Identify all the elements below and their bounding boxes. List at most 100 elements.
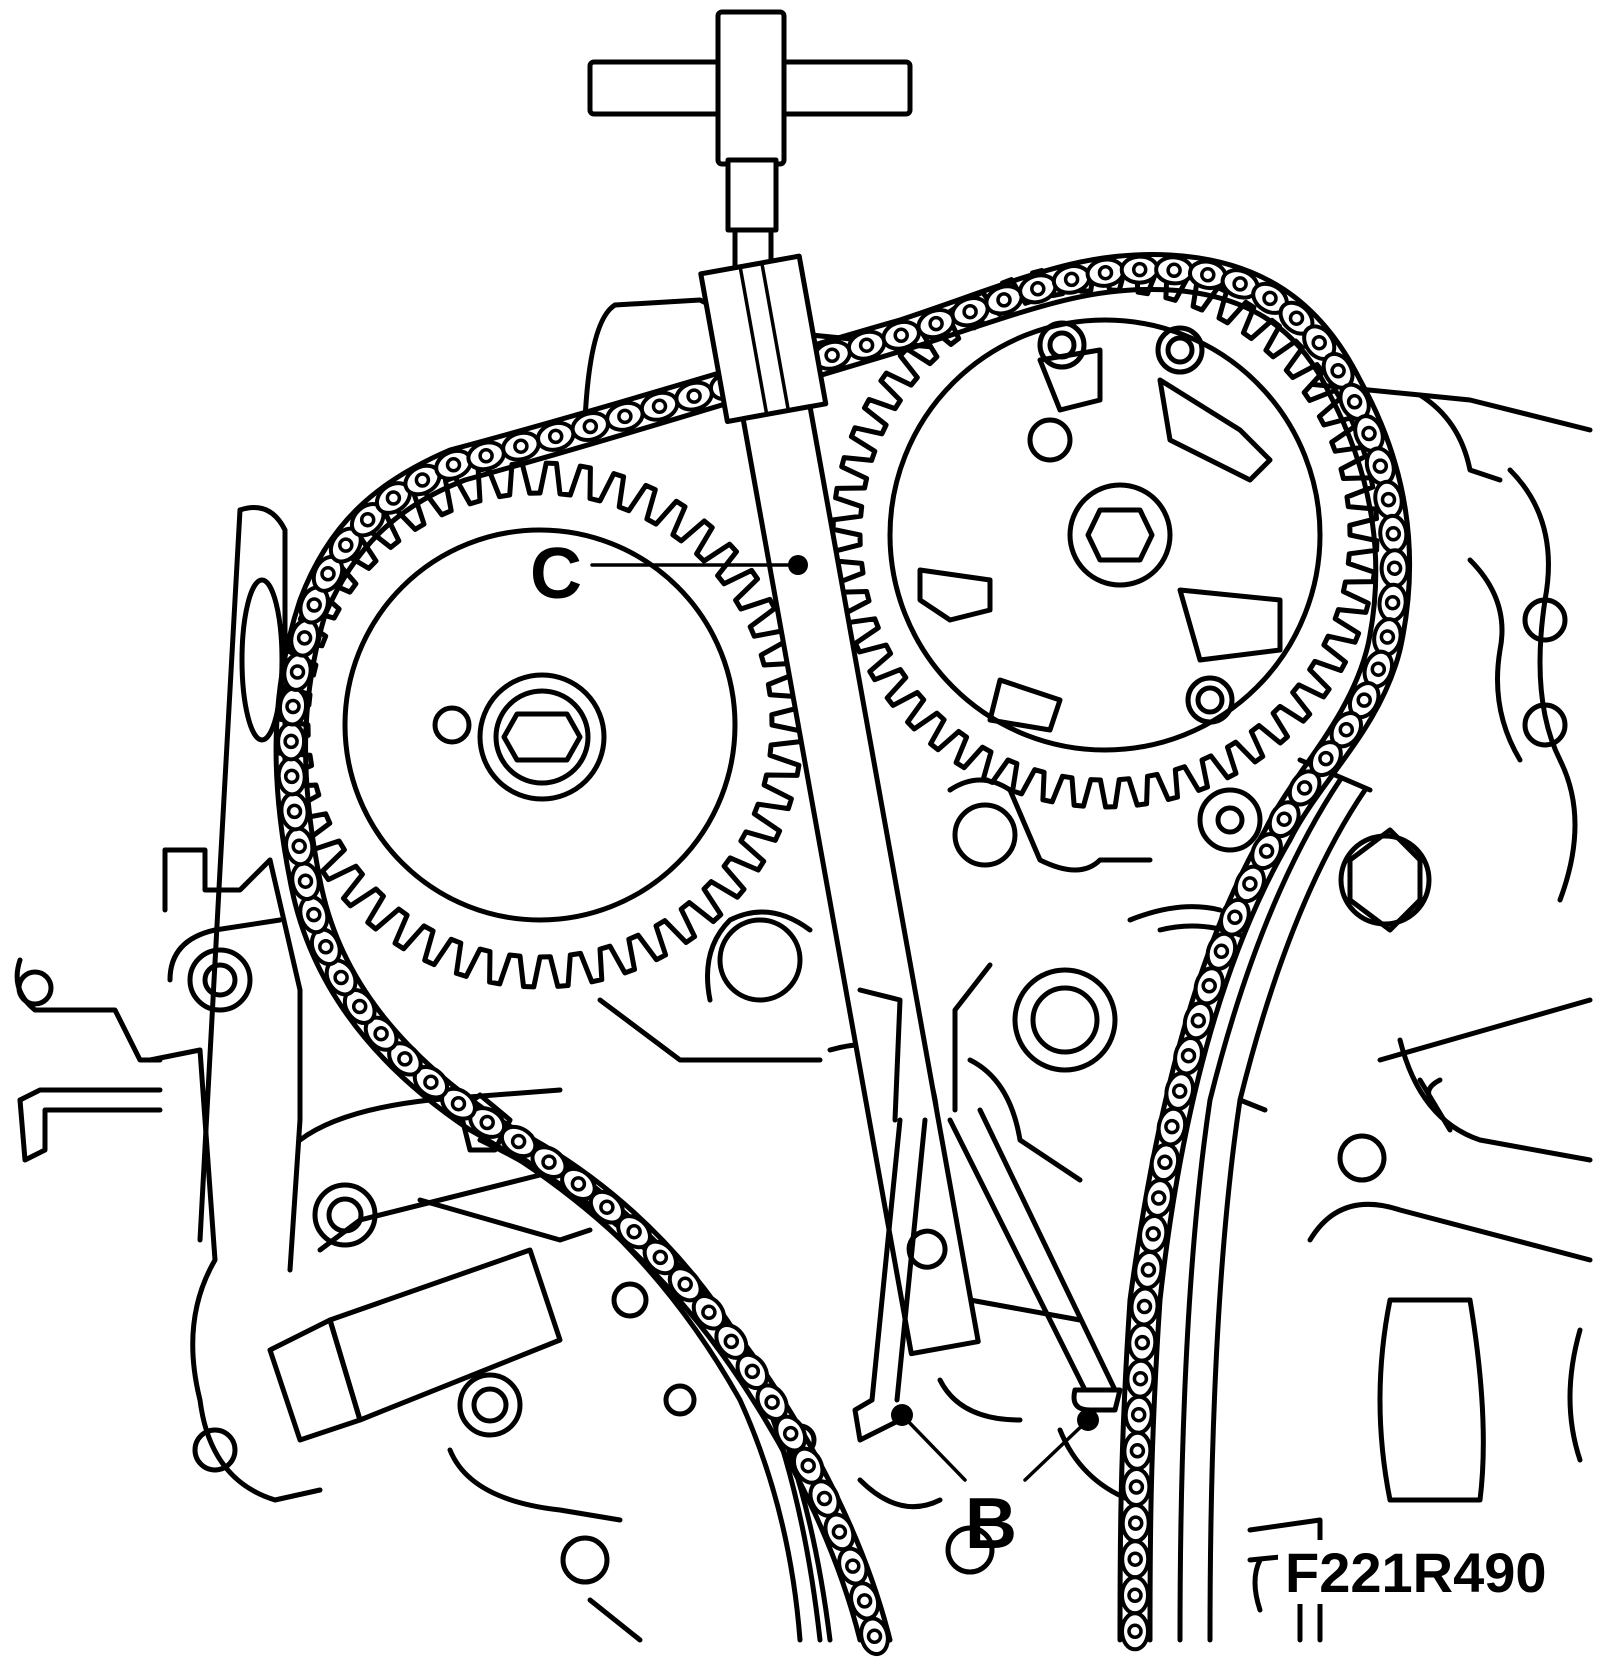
- chain-roller: [1097, 264, 1114, 281]
- chain-roller: [1356, 692, 1372, 708]
- chain-roller: [1318, 750, 1334, 767]
- chain-roller: [306, 906, 322, 923]
- chain-roller: [1370, 661, 1387, 677]
- chain-roller: [858, 337, 875, 353]
- chain-roller: [1232, 276, 1248, 292]
- chain-roller: [1030, 281, 1046, 297]
- chain-roller: [845, 1558, 861, 1574]
- chain-roller: [1127, 1623, 1143, 1640]
- chain-roller: [996, 292, 1012, 308]
- sprocket-holding-tool: [852, 962, 1123, 1443]
- chain-roller: [333, 969, 349, 986]
- chain-link: [1122, 1430, 1153, 1471]
- chain-roller: [701, 1304, 717, 1321]
- chain-roller: [478, 448, 494, 464]
- chain-roller: [1372, 458, 1389, 474]
- chain-roller: [1296, 780, 1313, 796]
- chain-links: [276, 254, 1410, 1657]
- chain-roller: [1180, 1047, 1197, 1064]
- chain-link: [1119, 1575, 1151, 1616]
- chain-roller: [1201, 978, 1217, 994]
- chain-roller: [285, 698, 301, 715]
- chain-roller: [1127, 1587, 1143, 1604]
- chain-roller: [296, 630, 313, 646]
- chain-roller: [1276, 811, 1292, 827]
- chain-roller: [831, 1524, 848, 1540]
- chain-roller: [513, 438, 529, 454]
- chain-roller: [1129, 1443, 1146, 1459]
- chain-roller: [423, 1074, 439, 1090]
- chain-roller: [686, 388, 702, 404]
- t-handle-wrench-tool: [587, 9, 981, 1357]
- chain-link: [1154, 255, 1195, 286]
- chain-roller: [928, 315, 944, 332]
- chain-roller: [1063, 271, 1080, 288]
- chain-roller: [570, 1176, 587, 1192]
- chain-roller: [1140, 1262, 1157, 1278]
- chain-roller: [582, 418, 599, 435]
- chain-link: [1129, 1286, 1160, 1327]
- callout-b-dot-right: [1077, 1409, 1099, 1431]
- chain-roller: [1145, 1226, 1161, 1242]
- chain-roller: [318, 939, 334, 955]
- chain-link: [276, 756, 307, 797]
- chain-link: [1379, 548, 1410, 589]
- chain-roller: [479, 1114, 495, 1131]
- chain-roller: [450, 1095, 467, 1112]
- chain-roller: [297, 873, 314, 889]
- chain-roller: [1150, 1190, 1167, 1206]
- chain-roller: [547, 428, 564, 445]
- chain-roller: [1171, 1083, 1188, 1099]
- chain-roller: [723, 1333, 740, 1350]
- chain-roller: [856, 1593, 873, 1609]
- chain-roller: [541, 1154, 557, 1170]
- chain-roller: [1131, 261, 1148, 278]
- chain-roller: [962, 303, 978, 320]
- timing-chain: [273, 251, 1413, 1657]
- chain-roller: [744, 1363, 761, 1380]
- chain-roller: [1213, 943, 1230, 960]
- chain-link: [1119, 254, 1160, 285]
- chain-roller: [1262, 290, 1278, 307]
- chain-roller: [351, 998, 368, 1015]
- chain-link: [1120, 1539, 1151, 1580]
- chain-roller: [1242, 876, 1258, 892]
- chain-roller: [1127, 1551, 1143, 1567]
- chain-roller: [1136, 1298, 1153, 1315]
- chain-roller: [306, 597, 322, 613]
- chain-roller: [1330, 363, 1346, 379]
- chain-roller: [652, 1249, 669, 1266]
- callout-b: B: [891, 1404, 1099, 1564]
- callout-c: C: [530, 534, 808, 614]
- chain-link: [1120, 1611, 1150, 1652]
- chain-roller: [397, 1051, 413, 1067]
- chain-roller: [510, 1133, 527, 1150]
- chain-roller: [1385, 526, 1402, 542]
- camshaft-sprockets: [275, 260, 1380, 990]
- chain-link: [1377, 582, 1408, 623]
- callout-b-label: B: [965, 1484, 1017, 1564]
- chain-roller: [816, 1490, 833, 1507]
- chain-roller: [359, 511, 376, 528]
- chain-roller: [1386, 560, 1403, 576]
- chain-roller: [286, 803, 303, 820]
- chain-roller: [283, 733, 299, 750]
- chain-roller: [599, 1199, 615, 1215]
- figure-reference-code: F221R490: [1285, 1541, 1547, 1604]
- callouts: C B: [530, 534, 1099, 1564]
- chain-roller: [1380, 491, 1397, 508]
- chain-link: [1120, 1503, 1151, 1544]
- chain-roller: [1361, 425, 1377, 442]
- chain-roller: [1227, 909, 1243, 926]
- chain-roller: [414, 472, 431, 488]
- chain-roller: [373, 1025, 389, 1042]
- chain-roller: [1166, 262, 1182, 279]
- chain-roller: [1384, 594, 1401, 611]
- chain-link: [1378, 513, 1409, 554]
- chain-roller: [1338, 721, 1355, 738]
- chain-roller: [824, 347, 840, 364]
- chain-roller: [1130, 1406, 1147, 1423]
- chain-roller: [1200, 267, 1216, 283]
